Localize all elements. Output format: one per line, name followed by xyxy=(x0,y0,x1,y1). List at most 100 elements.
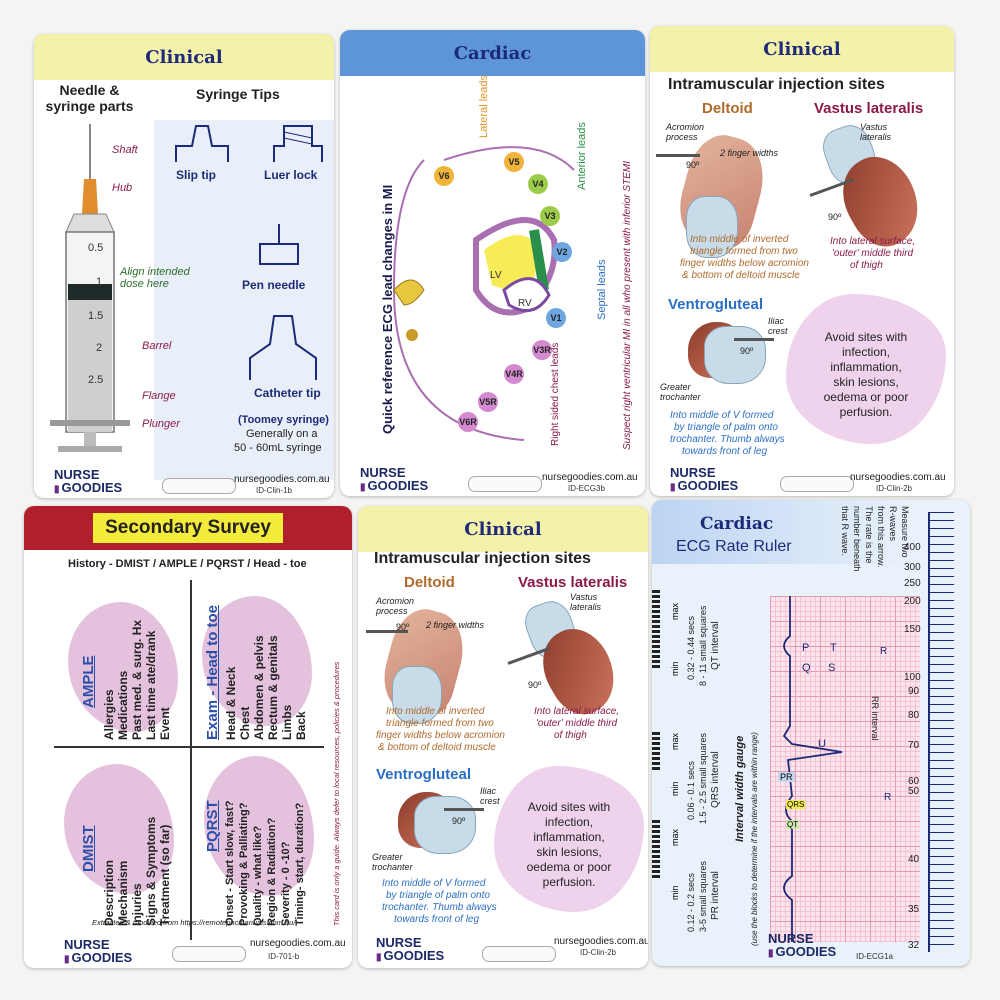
deltoid-deg: 90º xyxy=(396,622,410,632)
lead-v4: V4 xyxy=(528,174,548,194)
label-hub: Hub xyxy=(112,182,133,194)
lanyard-slot xyxy=(780,476,854,492)
card-needle-syringe: Clinical Needle & syringe parts Syringe … xyxy=(34,34,334,498)
two-finger-label: 2 finger widths xyxy=(720,148,779,158)
gauge-subtitle: (use the blocks to determine if the inte… xyxy=(750,732,759,946)
card-header: Clinical xyxy=(650,26,954,72)
ecg-grid xyxy=(770,596,920,942)
ample-4: Last time ate/drank xyxy=(144,630,158,740)
ample-2: Medications xyxy=(116,670,130,740)
ample-3: Past med. & surg. Hx xyxy=(130,619,144,740)
pr-max: max xyxy=(670,828,680,846)
exam-3: Abdomen & pelvis xyxy=(252,635,266,740)
exam-2: Chest xyxy=(238,706,252,740)
vastus-heading: Vastus lateralis xyxy=(518,574,628,591)
card-im-injection-bottom: Clinical Intramuscular injection sites D… xyxy=(358,506,648,968)
pen-needle-label: Pen needle xyxy=(242,278,306,292)
wave-q: Q xyxy=(802,662,811,674)
wave-r-2: R xyxy=(884,792,892,803)
vastus-label: Vastus lateralis xyxy=(860,122,892,142)
rate-32: 32 xyxy=(908,940,920,951)
acromion-label: Acromion process xyxy=(666,122,705,142)
exam-1: Head & Neck xyxy=(224,666,238,740)
dmist-2: Mechanism xyxy=(116,860,130,926)
greater-trochanter-label: Greater trochanter xyxy=(660,382,701,402)
rate-35: 35 xyxy=(908,904,920,915)
ecg-trace xyxy=(782,596,843,942)
nurse-goodies-logo: NURSE▮GOODIES xyxy=(376,935,445,963)
avoid-sites-text: Avoid sites with infection, inflammation… xyxy=(823,330,909,419)
measure-note-3: from this arrow. xyxy=(876,506,886,568)
card-secondary-survey: Secondary Survey History - DMIST / AMPLE… xyxy=(24,506,352,968)
pr-min: min xyxy=(670,885,680,900)
deltoid-needle xyxy=(366,630,408,633)
pqrst-5: Severity - 0 -10? xyxy=(280,841,292,926)
lanyard-slot xyxy=(482,946,556,962)
qt-max: max xyxy=(670,602,680,620)
ventro-desc-1: Into middle of V formed xyxy=(382,878,486,889)
vastus-heading: Vastus lateralis xyxy=(814,100,924,117)
luer-lock-icon xyxy=(273,125,323,162)
rate-150: 150 xyxy=(904,624,921,635)
exam-6: Back xyxy=(294,711,308,740)
rate-200: 200 xyxy=(904,596,921,607)
rate-50: 50 xyxy=(908,786,920,797)
iliac-label: Iliac crest xyxy=(480,786,500,806)
catheter-label: Catheter tip xyxy=(254,386,321,400)
im-title: Intramuscular injection sites xyxy=(374,550,591,567)
survey-subtitle: History - DMIST / AMPLE / PQRST / Head -… xyxy=(68,558,307,570)
vastus-deg: 90º xyxy=(528,680,542,690)
qt-range-squares: 8 - 11 small squares xyxy=(698,605,708,686)
pr-label: PR interval xyxy=(710,871,721,920)
greater-trochanter-label: Greater trochanter xyxy=(372,852,413,872)
nurse-goodies-logo: NURSE▮GOODIES xyxy=(64,937,133,965)
rate-70: 70 xyxy=(908,740,920,751)
ventro-desc-1: Into middle of V formed xyxy=(670,410,774,421)
footer-url: nursegoodies.com.au xyxy=(234,474,330,485)
ventro-desc-4: towards front of leg xyxy=(394,914,480,925)
ample-blob xyxy=(68,602,178,732)
dmist-blob xyxy=(64,764,174,894)
vastus-label: Vastus lateralis xyxy=(570,592,602,612)
rate-40: 40 xyxy=(908,854,920,865)
nurse-goodies-logo: NURSE▮GOODIES xyxy=(54,467,123,495)
card-id: ID-ECG3b xyxy=(568,484,605,493)
avoid-sites-blob xyxy=(494,766,644,912)
vastus-deg: 90º xyxy=(828,212,842,222)
septal-leads-label: Septal leads xyxy=(596,259,608,320)
size-label: 50 - 60mL syringe xyxy=(234,442,322,454)
measure-note-5: number beneath xyxy=(852,506,862,572)
ventro-desc-4: towards front of leg xyxy=(682,446,768,457)
ruler-header: Cardiac xyxy=(700,514,774,534)
survey-title: Secondary Survey xyxy=(93,513,283,543)
card-id: ID-Clin-1b xyxy=(256,486,293,495)
deltoid-desc-2: triangle formed from two xyxy=(386,718,494,729)
measure-note-2: R-waves xyxy=(888,506,898,542)
ample-1: Allergies xyxy=(102,689,116,740)
pr-gauge-block xyxy=(652,820,660,880)
label-align: Align intended dose here xyxy=(120,266,190,290)
pqrst-title: PQRST xyxy=(204,800,221,852)
qt-min: min xyxy=(670,661,680,676)
wave-s: S xyxy=(828,662,836,674)
ventro-needle xyxy=(444,808,484,811)
avoid-sites-blob xyxy=(786,294,946,444)
qrs-max: max xyxy=(670,732,680,750)
rate-scale-line xyxy=(928,512,930,952)
deltoid-desc-4: & bottom of deltoid muscle xyxy=(378,742,496,753)
pr-range-squares: 3-5 small squares xyxy=(698,860,708,932)
exam-4: Rectum & genitals xyxy=(266,635,280,740)
lateral-leads-label: Lateral leads xyxy=(478,75,490,138)
pqrst-3: Quality - what like? xyxy=(252,825,264,926)
wave-t: T xyxy=(830,642,837,654)
deltoid-desc-2: triangle formed from two xyxy=(690,246,798,257)
rate-90: 90 xyxy=(908,686,920,697)
scale-25: 2.5 xyxy=(88,374,104,386)
label-shaft: Shaft xyxy=(112,144,138,156)
deltoid-needle xyxy=(656,154,700,157)
pqrst-2: Provoking & Palliating? xyxy=(238,802,250,926)
ventro-deg: 90º xyxy=(452,816,466,826)
qrs-gauge-block xyxy=(652,732,660,772)
ventro-desc-3: trochanter. Thumb always xyxy=(670,434,785,445)
card-header: Clinical xyxy=(34,34,334,80)
